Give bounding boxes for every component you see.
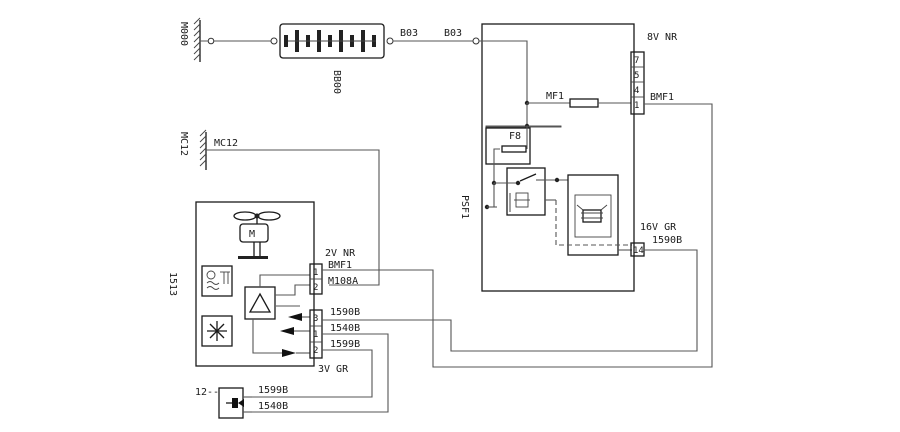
ecu-wire-m108a: M108A bbox=[328, 276, 358, 287]
ground-m000-label: M000 bbox=[178, 22, 189, 46]
ecu-pin-2b: 2 bbox=[313, 346, 318, 356]
ecu-pin-3: 3 bbox=[313, 314, 318, 324]
psf1-conn-8v: 7 5 4 1 8V NR bbox=[630, 32, 678, 115]
ground-m000: M000 bbox=[178, 17, 201, 62]
sensor-wire-1599b: 1599B bbox=[258, 385, 288, 396]
psf1-in-wire: B03 bbox=[444, 28, 462, 39]
ecu-pin-2: 2 bbox=[313, 283, 318, 293]
sensor-wire-1540b: 1540B bbox=[258, 401, 288, 412]
ecu-wire-1590b: 1590B bbox=[330, 307, 360, 318]
battery-label: BB00 bbox=[331, 70, 342, 94]
psf1-label: PSF1 bbox=[459, 195, 470, 219]
ecu-conn-3v: 3 1 2 1590B 1540B 1599B 3V GR bbox=[309, 307, 360, 375]
svg-text:M: M bbox=[249, 229, 255, 240]
wire-1590b-psf: 1590B bbox=[652, 235, 682, 246]
psf1-box: PSF1 bbox=[459, 23, 635, 292]
ecu-label: 1513 bbox=[167, 272, 178, 296]
sensor-label: 12-- bbox=[195, 387, 219, 398]
ecu-wire-1599b: 1599B bbox=[330, 339, 360, 350]
ecu-conn-2v: 1 2 2V NR BMF1 M108A bbox=[309, 248, 358, 295]
relay-box bbox=[506, 167, 546, 216]
sensor-12: 12-- bbox=[195, 387, 244, 419]
ecu-1513: 1513 M bbox=[167, 201, 315, 367]
conn-2v-label: 2V NR bbox=[325, 248, 356, 259]
pin-14: 14 bbox=[633, 246, 644, 256]
psf1-conn-16v: 14 16V GR 1590B bbox=[630, 222, 682, 257]
ground-mc12-top-label: MC12 bbox=[214, 138, 238, 149]
fuse-f8-label: F8 bbox=[509, 131, 521, 142]
fuse-mf1-label: MF1 bbox=[546, 91, 564, 102]
conn-3v-label: 3V GR bbox=[318, 364, 349, 375]
conn-8v-label: 8V NR bbox=[647, 32, 678, 43]
pin-5: 5 bbox=[634, 71, 639, 81]
battery-out-wire: B03 bbox=[400, 28, 418, 39]
ecu-pin-1: 1 bbox=[313, 268, 318, 278]
ecu-pin-1b: 1 bbox=[313, 330, 318, 340]
ecu-wire-bmf1: BMF1 bbox=[328, 260, 352, 271]
ground-mc12-label: MC12 bbox=[178, 132, 189, 156]
pin-4: 4 bbox=[634, 86, 639, 96]
pin-1: 1 bbox=[634, 101, 639, 111]
battery-bb00: BB00 bbox=[279, 23, 385, 94]
fuse-f8-block bbox=[485, 127, 531, 165]
pin-7: 7 bbox=[634, 56, 639, 66]
conn-16v-label: 16V GR bbox=[640, 222, 677, 233]
psf1-ecu bbox=[567, 174, 619, 256]
bmf1-out-label: BMF1 bbox=[650, 92, 674, 103]
ground-mc12: MC12 MC12 bbox=[178, 129, 238, 170]
ecu-wire-1540b: 1540B bbox=[330, 323, 360, 334]
